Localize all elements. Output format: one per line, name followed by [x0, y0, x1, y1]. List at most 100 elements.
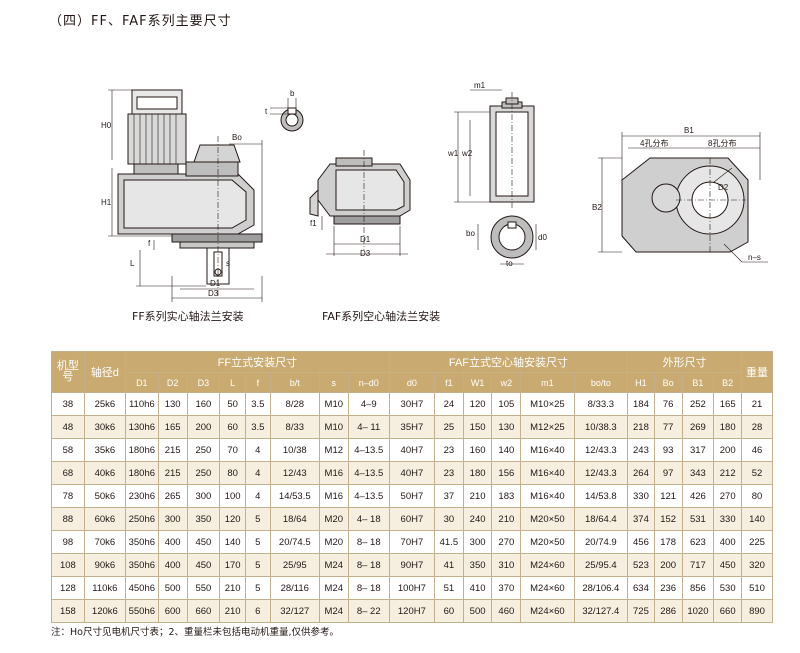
table-cell: 300	[462, 530, 493, 554]
table-cell: 264	[627, 461, 655, 485]
dim-B1: B1	[684, 126, 694, 135]
dim-L: L	[130, 259, 135, 268]
header-faf: FAF立式空心轴安装尺寸	[388, 351, 629, 373]
dim-m1: m1	[474, 81, 486, 90]
table-cell: 165	[157, 415, 188, 439]
table-cell: M12	[318, 438, 349, 462]
table-cell: 310	[491, 553, 522, 577]
table-cell: 10/38	[269, 438, 320, 462]
table-cell: 343	[681, 461, 715, 485]
table-cell: 230h6	[124, 484, 159, 508]
dim-bo: bo	[466, 229, 475, 238]
table-cell: 8– 18	[347, 576, 390, 600]
table-cell: 130h6	[124, 415, 159, 439]
header-shaft: 轴径d	[83, 351, 126, 393]
table-cell: 180	[713, 415, 743, 439]
table-cell: 330	[627, 484, 655, 508]
table-cell: 78	[51, 484, 85, 508]
sub-header: L	[219, 372, 246, 393]
table-cell: 23	[433, 438, 464, 462]
header-outer: 外形尺寸	[627, 351, 743, 373]
table-cell: 14/53.5	[269, 484, 320, 508]
sub-header: Bo	[653, 372, 683, 393]
table-cell: 180h6	[124, 438, 159, 462]
table-cell: 530	[713, 576, 743, 600]
table-cell: 4–13.5	[347, 484, 390, 508]
table-cell: 130	[491, 415, 522, 439]
table-cell: 5	[245, 576, 271, 600]
table-cell: 70	[219, 438, 246, 462]
table-cell: 240	[462, 507, 493, 531]
dim-s: s	[226, 259, 230, 268]
table-cell: 225	[741, 530, 773, 554]
table-cell: 6	[245, 599, 271, 623]
table-cell: 41.5	[433, 530, 464, 554]
table-cell: 410	[462, 576, 493, 600]
table-cell: 20/74.5	[269, 530, 320, 554]
table-cell: M16×40	[520, 461, 575, 485]
table-cell: 98	[51, 530, 85, 554]
table-cell: 500	[462, 599, 493, 623]
table-cell: 50H7	[388, 484, 435, 508]
table-cell: 58	[51, 438, 85, 462]
table-cell: 80	[219, 461, 246, 485]
table-cell: 178	[653, 530, 683, 554]
table-cell: 40k6	[83, 461, 126, 485]
table-cell: 374	[627, 507, 655, 531]
table-cell: 28/116	[269, 576, 320, 600]
table-cell: 80	[741, 484, 773, 508]
table-cell: 32/127	[269, 599, 320, 623]
table-cell: 623	[681, 530, 715, 554]
sub-header: D1	[124, 372, 159, 393]
table-cell: 12/43.3	[573, 461, 629, 485]
table-cell: M24	[318, 599, 349, 623]
table-cell: 30k6	[83, 415, 126, 439]
table-cell: 24	[433, 392, 464, 416]
table-cell: 5	[245, 507, 271, 531]
header-weight: 重量	[741, 351, 773, 393]
table-cell: M20	[318, 507, 349, 531]
table-cell: 38	[51, 392, 85, 416]
table-cell: 108	[51, 553, 85, 577]
table-cell: 120	[219, 507, 246, 531]
side-view-drawing	[598, 132, 768, 263]
table-cell: M16×40	[520, 438, 575, 462]
technical-drawings: H0 H1 Bo b t L f s D1 D3 f1 D1 D3	[101, 81, 768, 302]
table-cell: 35H7	[388, 415, 435, 439]
table-cell: 140	[491, 438, 522, 462]
sub-header: m1	[520, 372, 575, 393]
table-cell: 52	[741, 461, 773, 485]
table-cell: 156	[491, 461, 522, 485]
header-ff: FF立式安装尺寸	[124, 351, 390, 373]
sub-header: n–d0	[347, 372, 390, 393]
table-cell: 130	[157, 392, 188, 416]
table-cell: 4– 11	[347, 415, 390, 439]
table-cell: 41	[433, 553, 464, 577]
dim-f: f	[148, 239, 151, 248]
table-cell: 265	[157, 484, 188, 508]
table-cell: 21	[741, 392, 773, 416]
table-cell: 725	[627, 599, 655, 623]
table-cell: 400	[157, 530, 188, 554]
table-cell: 184	[627, 392, 655, 416]
dim-D2: D2	[718, 183, 729, 192]
table-cell: 5	[245, 530, 271, 554]
dim-n-s: n–s	[748, 253, 761, 262]
ff-gearmotor-drawing	[108, 89, 304, 302]
table-cell: 523	[627, 553, 655, 577]
table-cell: 46	[741, 438, 773, 462]
dim-d0: d0	[538, 233, 547, 242]
sub-header: s	[318, 372, 349, 393]
dim-D1: D1	[210, 279, 221, 288]
table-cell: 150	[462, 415, 493, 439]
table-cell: 77	[653, 415, 683, 439]
table-cell: 236	[653, 576, 683, 600]
table-cell: 37	[433, 484, 464, 508]
table-cell: 68	[51, 461, 85, 485]
